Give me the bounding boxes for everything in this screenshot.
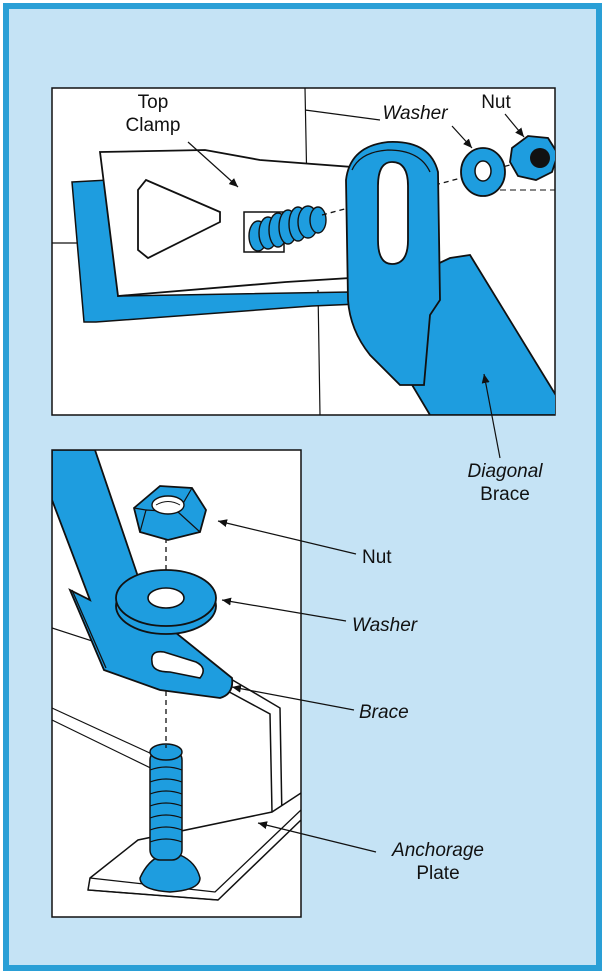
brace-slot-bottom xyxy=(150,650,204,679)
washer-leader-bottom xyxy=(221,597,347,622)
bottom-washer xyxy=(115,569,217,635)
nut-label-bottom: Nut xyxy=(362,547,392,568)
washer-leader-top xyxy=(451,125,473,149)
top-washer xyxy=(460,147,506,197)
brace-strap xyxy=(52,450,234,699)
brace-leader-bottom xyxy=(231,684,355,711)
top-bolt xyxy=(248,205,327,252)
washer-label-top: Washer xyxy=(382,103,448,124)
clamp-triangle-cutout xyxy=(137,178,221,260)
top-clamp-label: Top Clamp xyxy=(126,92,181,136)
brace-label-bottom: Brace xyxy=(359,702,409,723)
bottom-panel xyxy=(51,449,302,918)
anchorage-plate-label-line2: Plate xyxy=(416,863,459,884)
anchorage-plate-label: Anchorage Plate xyxy=(391,840,484,884)
anchor-bolt xyxy=(139,743,201,893)
top-panel xyxy=(51,87,556,416)
washer-label-bottom: Washer xyxy=(352,615,418,636)
nut-label-top: Nut xyxy=(481,92,511,113)
brace-slot xyxy=(377,161,409,265)
top-nut xyxy=(509,135,555,181)
top-clamp-leader xyxy=(187,141,239,188)
anchorage-plate-leader xyxy=(257,821,377,853)
diagonal-brace-label-line1: Diagonal xyxy=(468,461,544,482)
nut-leader-bottom xyxy=(217,519,357,555)
diagonal-brace-leader xyxy=(481,373,501,459)
top-clamp-label-line2: Clamp xyxy=(126,115,181,136)
bottom-nut xyxy=(132,485,207,541)
top-clamp-label-line1: Top xyxy=(138,92,169,113)
anchorage-plate-label-line1: Anchorage xyxy=(391,840,484,861)
nut-leader-top xyxy=(504,113,525,138)
diagonal-brace-label-line2: Brace xyxy=(480,484,530,505)
diagonal-brace-label: Diagonal Brace xyxy=(468,461,544,505)
